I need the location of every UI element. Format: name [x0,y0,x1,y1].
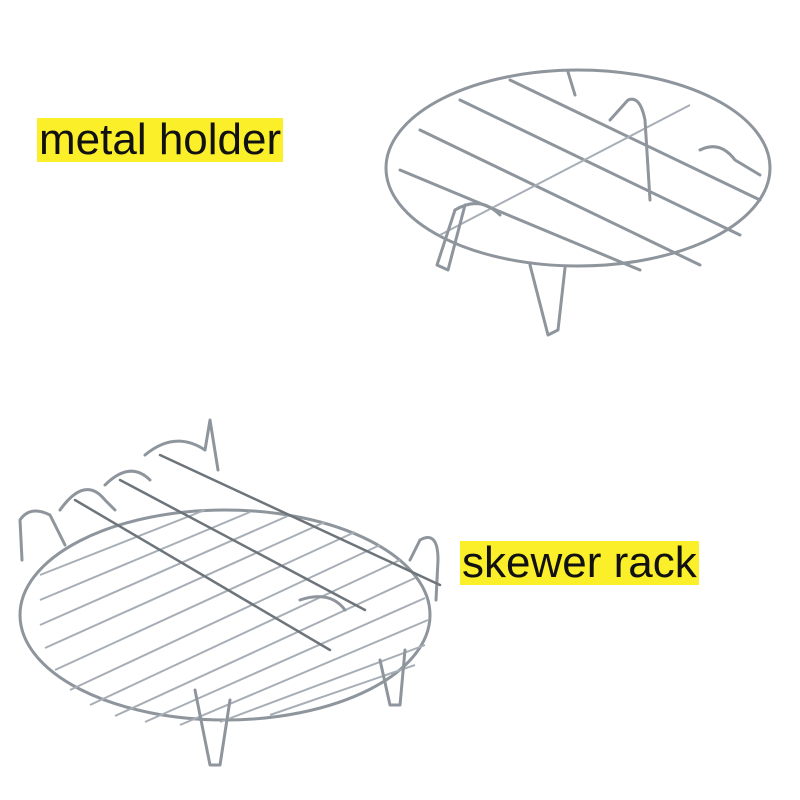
metal-holder-label: metal holder [37,115,284,164]
skewer-rack-label: skewer rack [460,538,699,587]
skewer-rack [18,418,442,767]
metal-holder-rack [384,68,772,337]
